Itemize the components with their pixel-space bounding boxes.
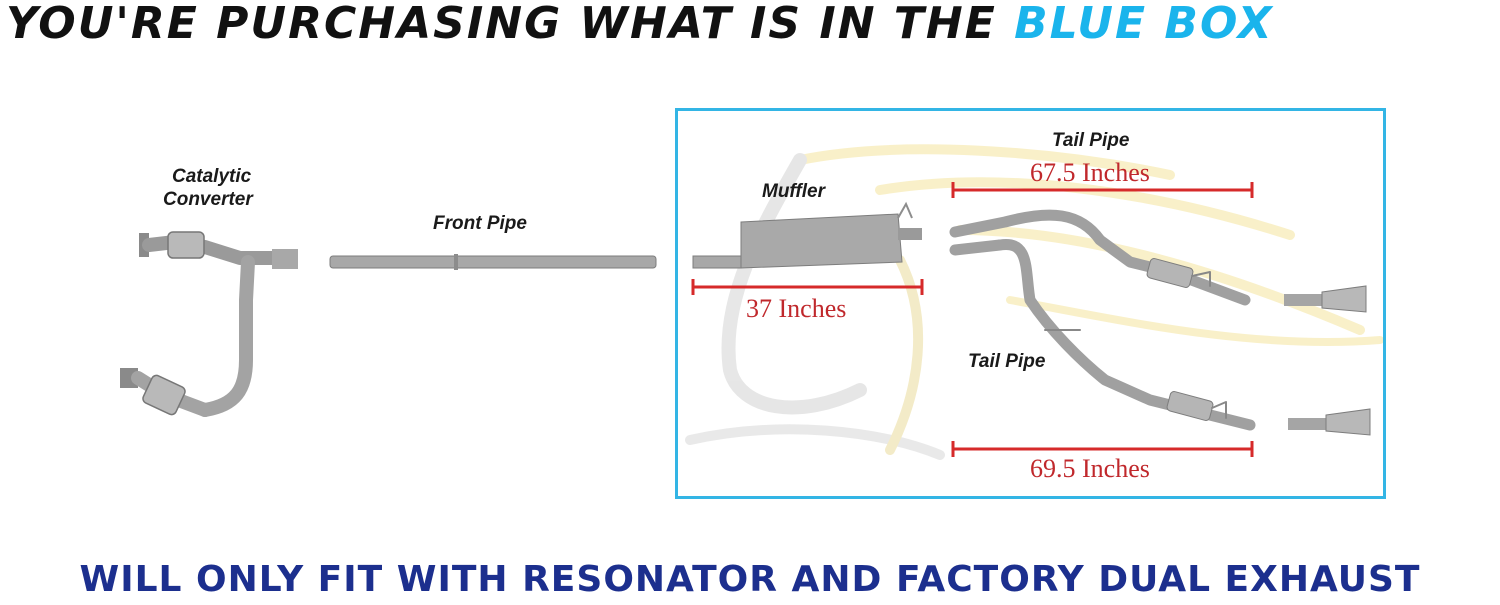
front-pipe-part <box>329 254 657 270</box>
tail-pipe-bottom-label: Tail Pipe <box>968 351 1046 372</box>
headline: YOU'RE PURCHASING WHAT IS IN THE BLUE BO… <box>6 0 1496 56</box>
measure-line-muffler <box>691 279 924 295</box>
muffler-label: Muffler <box>762 181 825 202</box>
tail-top-measurement: 67.5 Inches <box>1030 158 1150 187</box>
measure-line-tail-top <box>951 182 1254 198</box>
tail-pipe-bottom-part <box>994 239 1256 431</box>
muffler-part <box>692 201 922 269</box>
tail-pipe-top-label: Tail Pipe <box>1052 130 1130 151</box>
catalytic-converter-label-line2: Converter <box>163 189 253 210</box>
headline-part-2: BLUE BOX <box>1014 0 1274 49</box>
headline-part-1: YOU'RE PURCHASING WHAT IS IN THE <box>6 0 1015 49</box>
fitment-note: WILL ONLY FIT WITH RESONATOR AND FACTORY… <box>79 559 1421 600</box>
exhaust-tip-top <box>1284 285 1367 313</box>
measure-line-tail-bottom <box>951 441 1254 457</box>
front-pipe-label: Front Pipe <box>433 213 527 234</box>
catalytic-converter-part <box>120 231 298 417</box>
exhaust-tip-bottom <box>1288 408 1371 436</box>
tail-bottom-measurement: 69.5 Inches <box>1030 454 1150 483</box>
blue-box-highlight <box>675 108 1386 499</box>
muffler-measurement: 37 Inches <box>746 294 847 323</box>
tail-pipe-top-part <box>949 209 1251 306</box>
catalytic-converter-label-line1: Catalytic <box>172 166 252 187</box>
